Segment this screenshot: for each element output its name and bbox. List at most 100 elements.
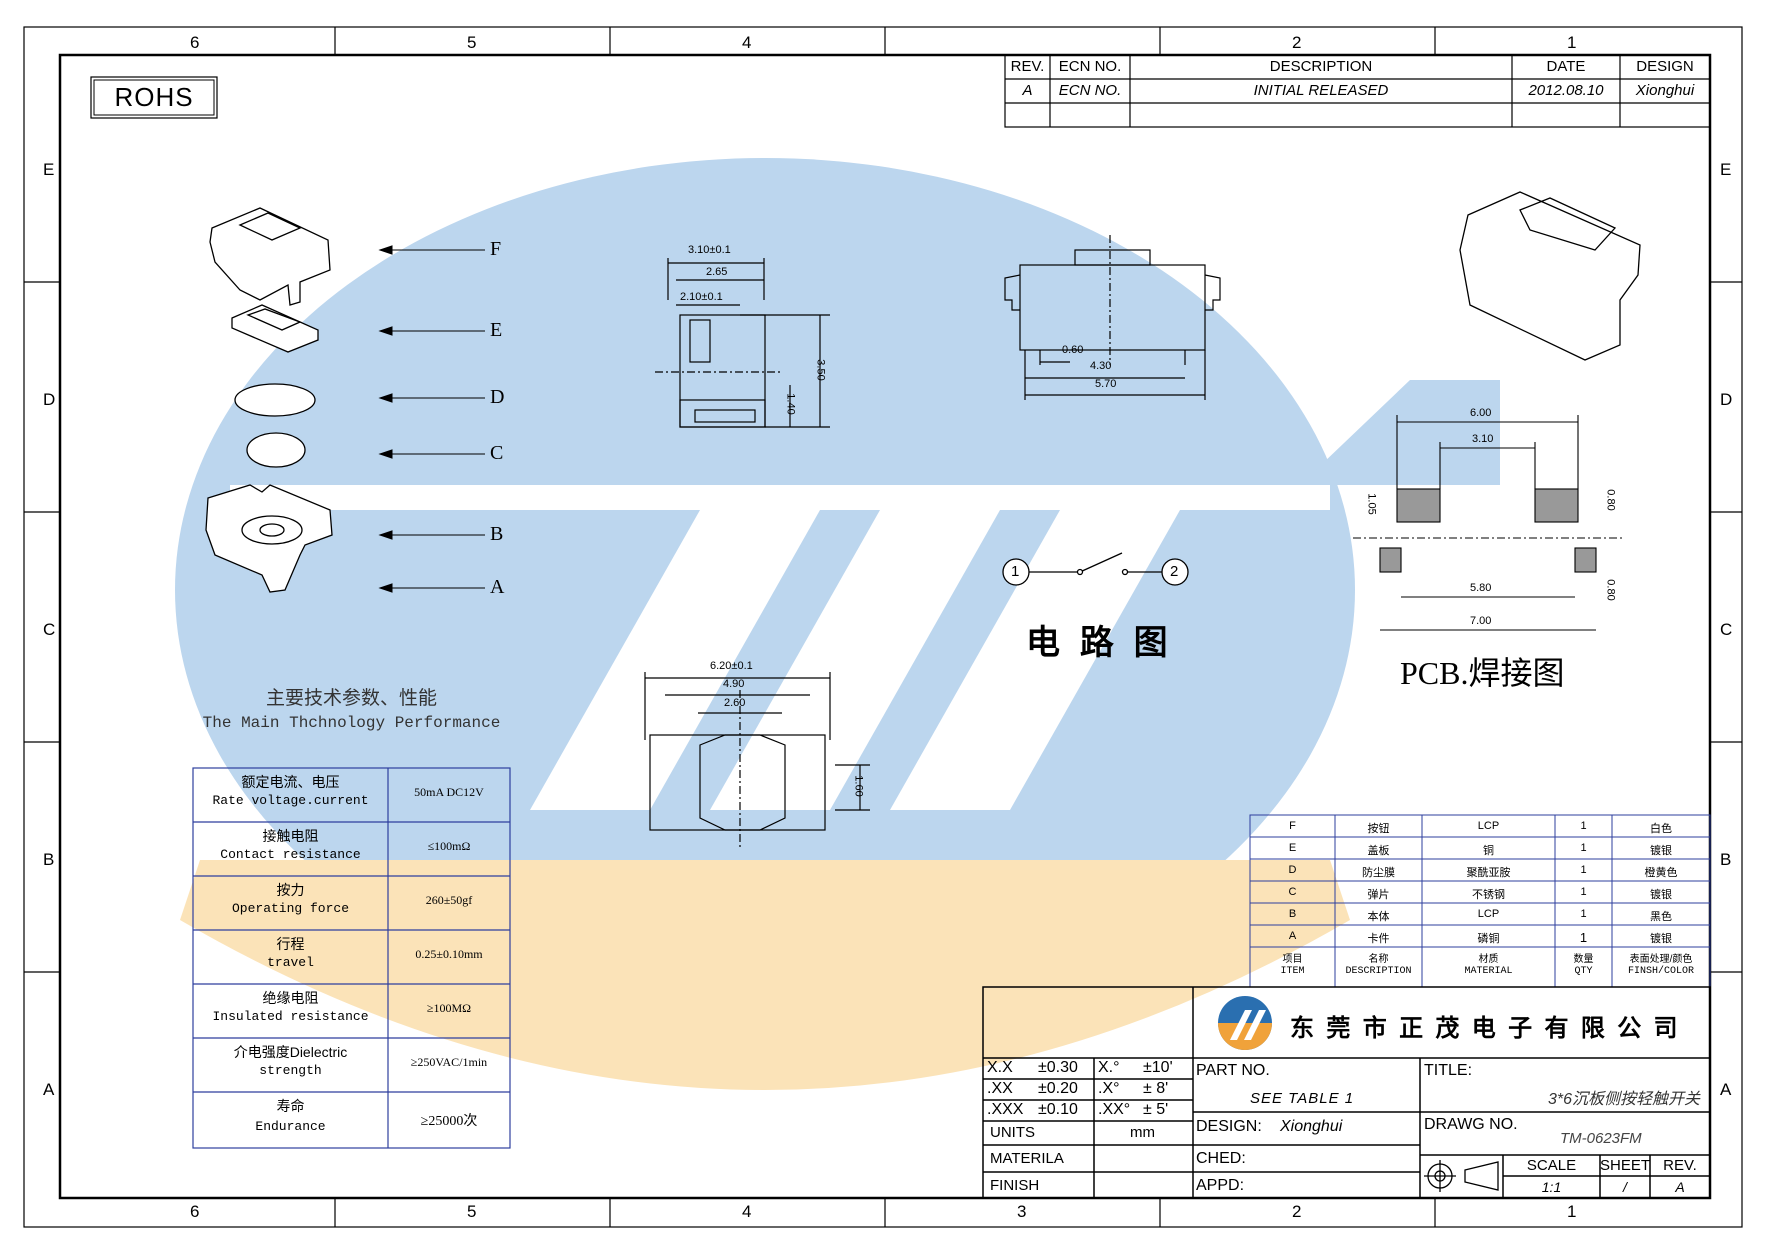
bom-row-5-desc: 卡件 — [1367, 933, 1390, 945]
dim-side-height: 3.50 — [814, 359, 827, 381]
scale-value: 1:1 — [1541, 1179, 1562, 1195]
front-view — [1004, 235, 1221, 400]
bom-header-item-cn: 项目 — [1282, 954, 1303, 965]
title-value: 3*6沉板侧按轻触开关 — [1547, 1091, 1700, 1108]
spec-row-cn-0: 额定电流、电压 — [241, 774, 340, 790]
bom-row-0-desc: 按钮 — [1367, 823, 1390, 835]
sheet-value: / — [1623, 1179, 1627, 1195]
bom-row-4-item: B — [1288, 908, 1297, 920]
rev-header-design: DESIGN — [1636, 58, 1694, 75]
bom-row-2-desc: 防尘膜 — [1362, 867, 1395, 879]
circuit-node-1: 1 — [1011, 563, 1020, 580]
bom-row-1-qty: 1 — [1580, 842, 1587, 854]
dim-top-620: 6.20±0.1 — [710, 660, 753, 672]
bom-row-0-mat: LCP — [1477, 820, 1500, 832]
zone-col-top-2: 2 — [1292, 33, 1302, 52]
zone-col-bottom-1: 1 — [1567, 1202, 1577, 1221]
dim-pcb-700: 7.00 — [1470, 615, 1492, 627]
spec-row-value-0: 50mA DC12V — [414, 785, 484, 799]
tol-row-2-d: ± 5' — [1143, 1101, 1169, 1118]
zone-row-left-C: C — [43, 620, 56, 639]
drawg-no-value: TM-0623FM — [1560, 1130, 1642, 1147]
drawg-no-label: DRAWG NO. — [1424, 1116, 1518, 1133]
rev-value-description: INITIAL RELEASED — [1253, 82, 1389, 99]
zone-row-right-C: C — [1720, 620, 1733, 639]
rev-value: A — [1675, 1179, 1685, 1195]
bom-row-3-item: C — [1288, 886, 1297, 898]
spec-row-en-4: Insulated resistance — [212, 1009, 369, 1024]
dim-front-570: 5.70 — [1095, 378, 1117, 390]
bom-header-mat-cn: 材质 — [1478, 954, 1499, 965]
circuit-caption: 电 路 图 — [1026, 623, 1172, 663]
bom-row-5-finish: 镀银 — [1650, 933, 1672, 945]
tol-row-2-b: ±0.10 — [1038, 1101, 1078, 1118]
ched-label: CHED: — [1196, 1150, 1246, 1167]
tol-row-1-c: .X° — [1098, 1080, 1120, 1097]
bom-row-2-mat: 聚酰亚胺 — [1466, 867, 1511, 879]
tol-row-0-a: X.X — [987, 1059, 1013, 1076]
bom-row-4-qty: 1 — [1580, 908, 1587, 920]
spec-row-en-3: travel — [267, 955, 314, 970]
tol-row-2-c: .XX° — [1098, 1101, 1131, 1118]
bom-row-4-desc: 本体 — [1367, 911, 1390, 923]
rohs-label: ROHS — [114, 82, 194, 112]
bom-header-item-en: ITEM — [1280, 966, 1305, 977]
bom-row-3-finish: 镀银 — [1650, 889, 1672, 901]
part-no-label: PART NO. — [1196, 1062, 1270, 1079]
bom-row-4-mat: LCP — [1477, 908, 1500, 920]
dim-pcb-600: 6.00 — [1470, 407, 1492, 419]
rev-value-ecn: ECN NO. — [1058, 82, 1122, 99]
bom-row-3-qty: 1 — [1580, 886, 1587, 898]
dim-pcb-310: 3.10 — [1472, 433, 1494, 445]
bom-header-finish-cn: 表面处理/颜色 — [1629, 954, 1693, 965]
zone-row-right-A: A — [1720, 1080, 1732, 1099]
bom-row-0-finish: 白色 — [1650, 823, 1672, 835]
title-label: TITLE: — [1424, 1062, 1473, 1079]
bom-row-5-item: A — [1288, 930, 1297, 942]
tol-row-1-a: .XX — [987, 1080, 1013, 1097]
part-label-B: B — [490, 523, 504, 545]
part-label-D: D — [490, 386, 505, 408]
tol-row-1-d: ± 8' — [1143, 1080, 1169, 1097]
bom-header-qty-cn: 数量 — [1573, 954, 1594, 965]
zone-col-bottom-5: 5 — [467, 1202, 477, 1221]
dim-pcb-105: 1.05 — [1365, 493, 1378, 515]
units-label: UNITS — [990, 1124, 1035, 1141]
zone-row-left-E: E — [43, 160, 55, 179]
zone-row-right-D: D — [1720, 390, 1733, 409]
iso-view — [1459, 191, 1641, 361]
zone-col-bottom-6: 6 — [190, 1202, 200, 1221]
finish-label: FINISH — [990, 1177, 1040, 1194]
tol-row-0-d: ±10' — [1143, 1059, 1173, 1076]
spec-row-cn-1: 接触电阻 — [262, 828, 319, 844]
dim-top-160: 1.60 — [852, 775, 865, 797]
spec-title-en: The Main Thchnology Performance — [202, 714, 501, 732]
bom-row-2-qty: 1 — [1580, 864, 1587, 876]
bom-header-desc-en: DESCRIPTION — [1345, 966, 1412, 977]
spec-title-cn: 主要技术参数、性能 — [265, 688, 437, 709]
company-name: 东 莞 市 正 茂 电 子 有 限 公 司 — [1290, 1014, 1680, 1042]
spec-row-value-6: ≥25000次 — [420, 1114, 478, 1129]
spec-row-value-5: ≥250VAC/1min — [410, 1055, 488, 1069]
dim-side-width: 3.10±0.1 — [688, 244, 731, 256]
bom-row-1-desc: 盖板 — [1367, 845, 1390, 857]
dim-side-265: 2.65 — [706, 266, 728, 278]
bom-row-3-mat: 不锈钢 — [1472, 889, 1505, 901]
bom-row-0-qty: 1 — [1580, 820, 1587, 832]
spec-row-cn-3: 行程 — [276, 936, 305, 952]
bom-row-1-finish: 镀银 — [1650, 845, 1672, 857]
zone-col-top-6: 6 — [190, 33, 200, 52]
bom-row-4-finish: 黑色 — [1650, 911, 1672, 923]
zone-col-top-1: 1 — [1567, 33, 1577, 52]
zone-col-bottom-4: 4 — [742, 1202, 752, 1221]
zone-row-right-B: B — [1720, 850, 1732, 869]
spec-row-en-2: Operating force — [231, 901, 350, 916]
bom-header-finish-en: FINSH/COLOR — [1627, 966, 1694, 977]
pcb-caption: PCB.焊接图 — [1400, 655, 1565, 691]
tol-row-1-b: ±0.20 — [1038, 1080, 1078, 1097]
zone-col-top-5: 5 — [467, 33, 477, 52]
zone-col-bottom-2: 2 — [1292, 1202, 1302, 1221]
top-view — [644, 672, 870, 850]
dim-top-490: 4.90 — [723, 678, 745, 690]
part-label-C: C — [490, 442, 504, 464]
